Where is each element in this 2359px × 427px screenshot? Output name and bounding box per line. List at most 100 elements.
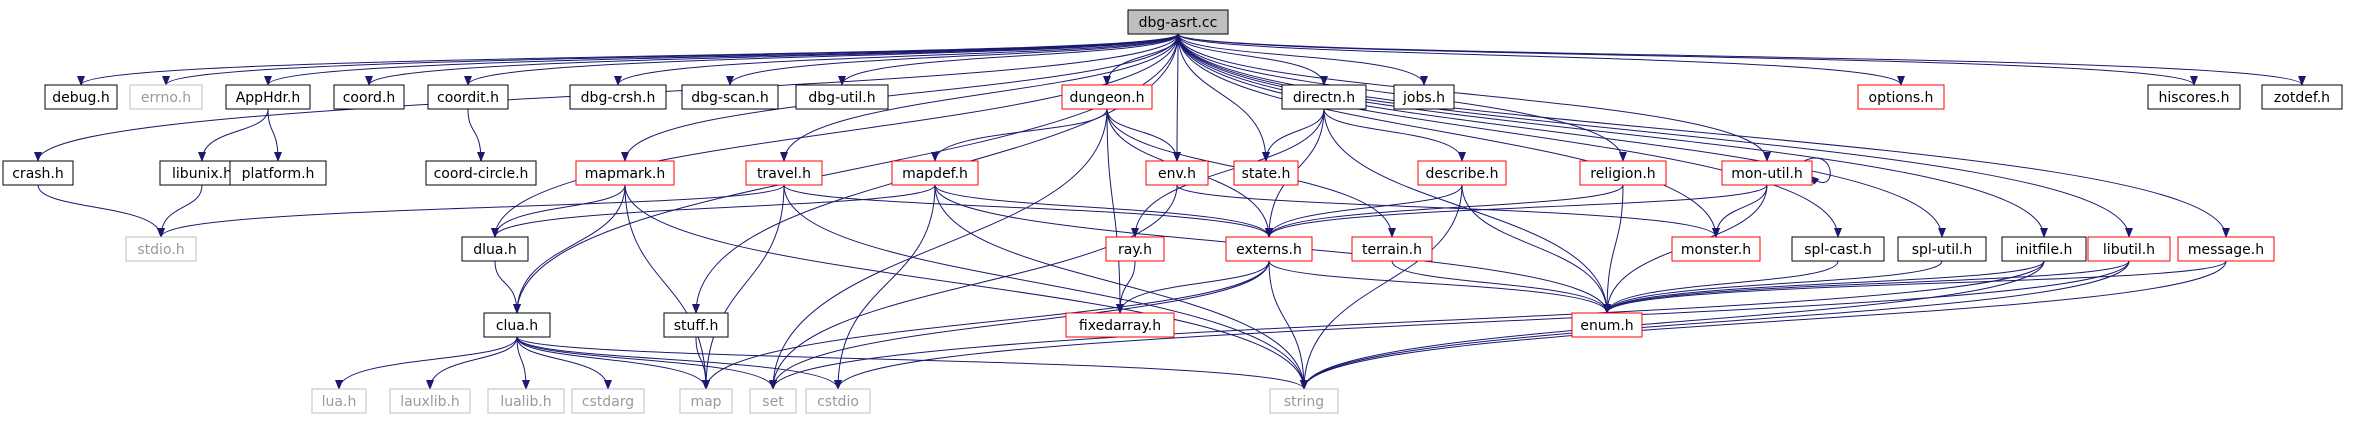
node-label: errno.h — [141, 90, 191, 106]
node-dlua-h[interactable]: dlua.h — [461, 236, 529, 262]
node-box — [389, 388, 471, 414]
node-fixedarray-h[interactable]: fixedarray.h — [1065, 312, 1175, 338]
node-hiscores-h[interactable]: hiscores.h — [2147, 84, 2241, 110]
node-label: zotdef.h — [2274, 90, 2330, 106]
edge-dbg-asrt-cc-to-monster-h — [1177, 33, 1720, 238]
node-dbg-crsh-h[interactable]: dbg-crsh.h — [569, 84, 667, 110]
node-ray-h[interactable]: ray.h — [1105, 236, 1165, 262]
edge-env-h-to-set — [769, 184, 1178, 390]
node-enum-h[interactable]: enum.h — [1571, 312, 1643, 338]
node-box — [2001, 236, 2087, 262]
node-box — [1105, 236, 1165, 262]
node-spl-cast-h[interactable]: spl-cast.h — [1791, 236, 1885, 262]
node-box — [575, 160, 675, 186]
node-dbg-asrt-cc[interactable]: dbg-asrt.cc — [1127, 9, 1229, 35]
node-dungeon-h[interactable]: dungeon.h — [1061, 84, 1153, 110]
node-label: lualib.h — [500, 394, 551, 410]
node-mon-util-h[interactable]: mon-util.h — [1721, 160, 1813, 186]
edge-externs-h-to-map — [702, 260, 1270, 390]
node-stuff-h[interactable]: stuff.h — [663, 312, 729, 338]
node-platform-h[interactable]: platform.h — [229, 160, 327, 186]
node-label: map — [690, 394, 721, 410]
node-box — [483, 312, 551, 338]
node-env-h[interactable]: env.h — [1145, 160, 1209, 186]
node-directn-h[interactable]: directn.h — [1281, 84, 1367, 110]
edge-externs-h-to-fixedarray-h — [1116, 260, 1270, 314]
edge-dlua-h-to-clua-h — [494, 260, 521, 314]
node-box — [2087, 236, 2171, 262]
edge-dbg-asrt-cc-to-coord-h — [365, 33, 1179, 86]
node-mapmark-h[interactable]: mapmark.h — [575, 160, 675, 186]
node-box — [795, 84, 889, 110]
edge-clua-h-to-set — [516, 336, 777, 390]
node-box — [1127, 9, 1229, 35]
node-crash-h[interactable]: crash.h — [2, 160, 74, 186]
node-debug-h[interactable]: debug.h — [44, 84, 118, 110]
node-message-h[interactable]: message.h — [2177, 236, 2275, 262]
edge-dbg-asrt-cc-to-options-h — [1177, 33, 1905, 86]
node-coord-circle-h[interactable]: coord-circle.h — [425, 160, 537, 186]
node-dbg-scan-h[interactable]: dbg-scan.h — [681, 84, 779, 110]
edge-libutil-h-to-enum-h — [1603, 260, 2130, 314]
edge-dbg-asrt-cc-to-initfile-h — [1177, 33, 2048, 238]
node-box — [425, 160, 537, 186]
node-coord-h[interactable]: coord.h — [333, 84, 405, 110]
node-box — [427, 84, 509, 110]
node-coordit-h[interactable]: coordit.h — [427, 84, 509, 110]
edges — [34, 33, 2306, 390]
edge-initfile-h-to-string — [1300, 260, 2045, 390]
node-label: jobs.h — [1402, 90, 1445, 106]
edge-dbg-asrt-cc-to-env-h — [1173, 33, 1182, 162]
node-box — [1145, 160, 1209, 186]
node-box — [1061, 84, 1153, 110]
node-libutil-h[interactable]: libutil.h — [2087, 236, 2171, 262]
node-jobs-h[interactable]: jobs.h — [1393, 84, 1455, 110]
node-state-h[interactable]: state.h — [1233, 160, 1299, 186]
node-options-h[interactable]: options.h — [1857, 84, 1945, 110]
node-label: dungeon.h — [1070, 90, 1145, 106]
node-cstdio: cstdio — [805, 388, 871, 414]
node-label: monster.h — [1681, 242, 1751, 258]
node-set: set — [749, 388, 797, 414]
node-zotdef-h[interactable]: zotdef.h — [2261, 84, 2343, 110]
node-label: cstdarg — [582, 394, 634, 410]
node-terrain-h[interactable]: terrain.h — [1351, 236, 1433, 262]
node-travel-h[interactable]: travel.h — [745, 160, 823, 186]
node-externs-h[interactable]: externs.h — [1225, 236, 1313, 262]
node-box — [681, 84, 779, 110]
node-apphdr-h[interactable]: AppHdr.h — [225, 84, 311, 110]
node-dbg-util-h[interactable]: dbg-util.h — [795, 84, 889, 110]
edge-dbg-asrt-cc-to-mapmark-h — [621, 33, 1179, 162]
edge-mapdef-h-to-cstdio — [834, 184, 936, 390]
edge-mon-util-h-to-mon-util-h — [1803, 157, 1831, 185]
edge-externs-h-to-set — [769, 260, 1270, 390]
node-label: platform.h — [242, 166, 315, 182]
node-stdio-h: stdio.h — [125, 236, 197, 262]
node-label: dbg-asrt.cc — [1139, 15, 1218, 31]
node-initfile-h[interactable]: initfile.h — [2001, 236, 2087, 262]
edge-externs-h-to-string — [1268, 260, 1308, 390]
node-box — [749, 388, 797, 414]
node-label: cstdio — [817, 394, 859, 410]
node-describe-h[interactable]: describe.h — [1417, 160, 1507, 186]
node-label: debug.h — [52, 90, 109, 106]
node-religion-h[interactable]: religion.h — [1579, 160, 1667, 186]
node-spl-util-h[interactable]: spl-util.h — [1897, 236, 1987, 262]
node-monster-h[interactable]: monster.h — [1671, 236, 1761, 262]
node-label: directn.h — [1293, 90, 1355, 106]
node-label: dbg-util.h — [808, 90, 875, 106]
node-label: fixedarray.h — [1079, 318, 1161, 334]
node-mapdef-h[interactable]: mapdef.h — [891, 160, 979, 186]
node-label: spl-cast.h — [1804, 242, 1872, 258]
node-box — [2261, 84, 2343, 110]
edge-dbg-asrt-cc-to-jobs-h — [1177, 33, 1428, 86]
node-box — [663, 312, 729, 338]
node-label: string — [1284, 394, 1324, 410]
node-clua-h[interactable]: clua.h — [483, 312, 551, 338]
node-box — [1721, 160, 1813, 186]
node-label: hiscores.h — [2159, 90, 2230, 106]
node-label: religion.h — [1590, 166, 1655, 182]
node-box — [1351, 236, 1433, 262]
node-box — [225, 84, 311, 110]
